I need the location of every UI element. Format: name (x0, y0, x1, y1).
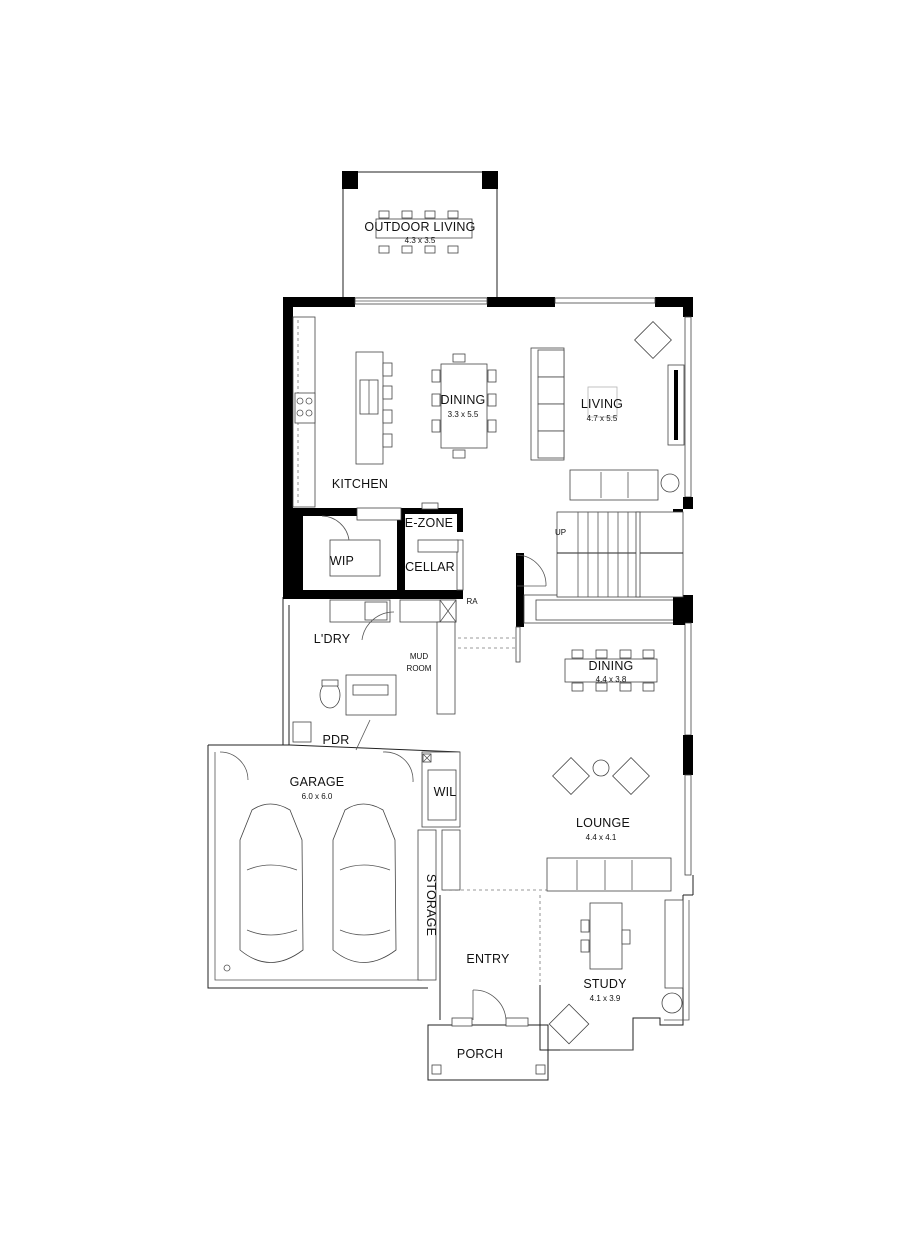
label-kitchen: KITCHEN (332, 477, 388, 491)
size-outdoor-living: 4.3 x 3.5 (405, 236, 436, 245)
label-cellar: CELLAR (405, 560, 455, 574)
label-study: STUDY (583, 977, 627, 991)
size-dining-lower: 4.4 x 3.8 (596, 675, 627, 684)
dining-table-lower (564, 649, 658, 692)
label-outdoor-living: OUTDOOR LIVING (364, 220, 475, 234)
label-ra: RA (466, 597, 478, 606)
size-dining-upper: 3.3 x 5.5 (448, 410, 479, 419)
garage-cars (219, 751, 414, 972)
living-furniture (530, 321, 685, 501)
size-lounge: 4.4 x 4.1 (586, 833, 617, 842)
dining-table-upper (431, 353, 497, 459)
label-dining-upper: DINING (441, 393, 486, 407)
label-mud-room-1: MUD (410, 652, 428, 661)
wil-fixtures (421, 751, 461, 828)
label-porch: PORCH (457, 1047, 503, 1061)
pdr-fixtures (292, 679, 371, 751)
wip-shelves (321, 515, 381, 577)
label-mud-room-2: ROOM (407, 664, 432, 673)
size-garage: 6.0 x 6.0 (302, 792, 333, 801)
label-e-zone: E-ZONE (405, 516, 453, 530)
size-living: 4.7 x 5.5 (587, 414, 618, 423)
storage-cupboard (417, 829, 461, 981)
stair-up-label: UP (555, 528, 566, 537)
label-lounge: LOUNGE (576, 816, 630, 830)
size-study: 4.1 x 3.9 (590, 994, 621, 1003)
label-ldry: L'DRY (314, 632, 351, 646)
outdoor-living-area (342, 171, 498, 299)
label-wil: WIL (434, 785, 457, 799)
label-garage: GARAGE (290, 775, 345, 789)
entry-study-fixtures (439, 895, 684, 1051)
label-storage: STORAGE (424, 874, 438, 936)
laundry-fixtures (329, 599, 516, 716)
cellar-fixtures (417, 539, 547, 587)
label-wip: WIP (330, 554, 354, 568)
exterior-walls (207, 297, 694, 1081)
staircase: UP (555, 511, 684, 598)
interior-walls (283, 508, 685, 663)
room-labels: OUTDOOR LIVING 4.3 x 3.5 DINING 3.3 x 5.… (290, 220, 634, 1061)
lounge-furniture (443, 757, 672, 892)
label-living: LIVING (581, 397, 623, 411)
label-pdr: PDR (323, 733, 350, 747)
label-entry: ENTRY (466, 952, 510, 966)
kitchen-fixtures (292, 316, 439, 521)
label-dining-lower: DINING (589, 659, 634, 673)
